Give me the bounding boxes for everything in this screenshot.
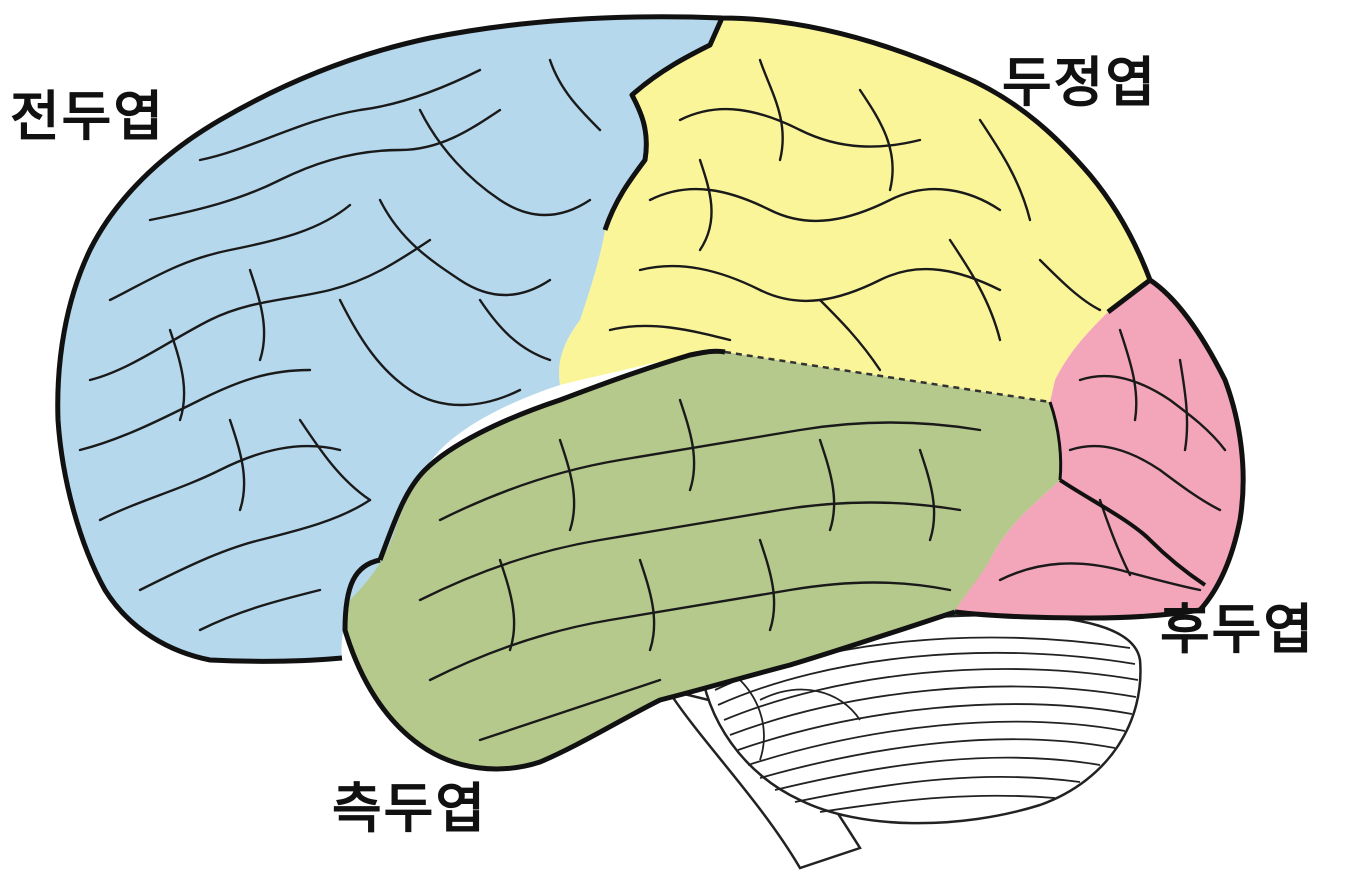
occipital-lobe-label: 후두엽 — [1160, 603, 1315, 657]
temporal-lobe-label: 측두엽 — [332, 782, 487, 836]
parietal-lobe-label: 두정엽 — [1002, 56, 1157, 110]
frontal-lobe-label: 전두엽 — [10, 90, 165, 144]
